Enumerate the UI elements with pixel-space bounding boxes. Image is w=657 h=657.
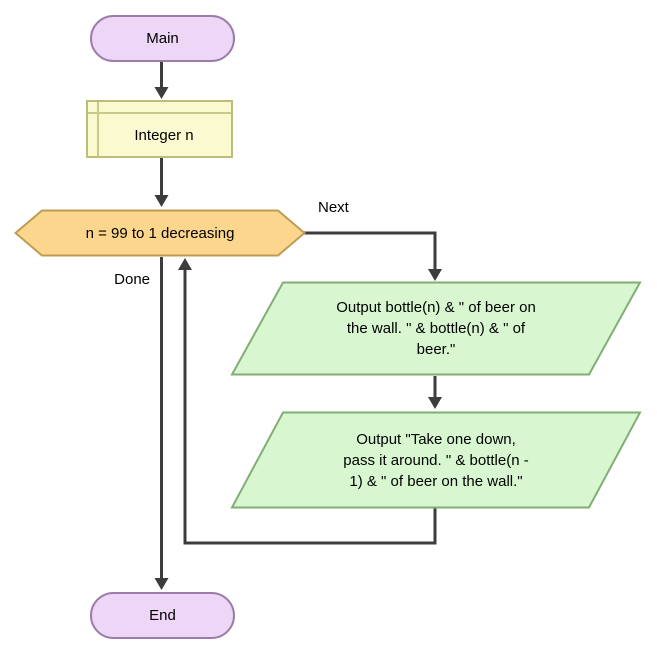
arrowhead-down-icon	[154, 578, 169, 590]
arrowhead-down-icon	[154, 195, 169, 207]
node-output-1[interactable]: Output bottle(n) & " of beer on the wall…	[230, 281, 642, 376]
node-end-terminal[interactable]: End	[90, 592, 235, 639]
node-declare-label: Integer n	[134, 126, 194, 144]
node-main-label: Main	[146, 30, 179, 47]
arrowhead-up-icon	[178, 258, 192, 270]
output-1-line-3: beer."	[416, 341, 456, 358]
output-1-line-2: the wall. " & bottle(n) & " of	[346, 320, 526, 337]
node-loop-label: n = 99 to 1 decreasing	[85, 224, 235, 242]
connector-lines	[160, 62, 437, 579]
edge-loop-next-to-output1	[304, 231, 437, 270]
arrowhead-down-icon	[428, 269, 442, 281]
loop-hexagon-shape	[14, 209, 306, 257]
declare-top-rule	[88, 112, 231, 114]
output-2-line-3: 1) & " of beer on the wall."	[349, 472, 523, 490]
output-2-line-1: Output "Take one down,	[356, 430, 516, 448]
output-2-shape	[230, 411, 642, 509]
output-1-line-1: Output bottle(n) & " of beer on	[336, 299, 536, 316]
declare-left-rule	[97, 102, 99, 156]
node-loop-hexagon[interactable]: n = 99 to 1 decreasing	[14, 209, 306, 257]
edge-loopback	[183, 269, 437, 545]
node-output-1-label: Output bottle(n) & " of beer on the wall…	[230, 281, 642, 376]
node-end-label: End	[149, 607, 176, 624]
output-2-line-2: pass it around. " & bottle(n -	[343, 451, 529, 469]
branch-label-done: Done	[114, 271, 150, 288]
node-output-2-label: Output "Take one down, pass it around. "…	[230, 411, 642, 509]
output-1-parallelogram	[230, 281, 642, 376]
node-output-2[interactable]: Output "Take one down, pass it around. "…	[230, 411, 642, 509]
branch-label-next: Next	[318, 199, 349, 216]
output-1-shape	[230, 281, 642, 376]
node-declare-integer[interactable]: Integer n	[86, 100, 233, 158]
loop-hexagon-polygon	[14, 209, 306, 257]
arrowhead-down-icon	[428, 397, 442, 409]
output-2-parallelogram	[230, 411, 642, 509]
arrowheads	[154, 87, 442, 590]
node-main-terminal[interactable]: Main	[90, 15, 235, 62]
arrowhead-down-icon	[154, 87, 169, 99]
